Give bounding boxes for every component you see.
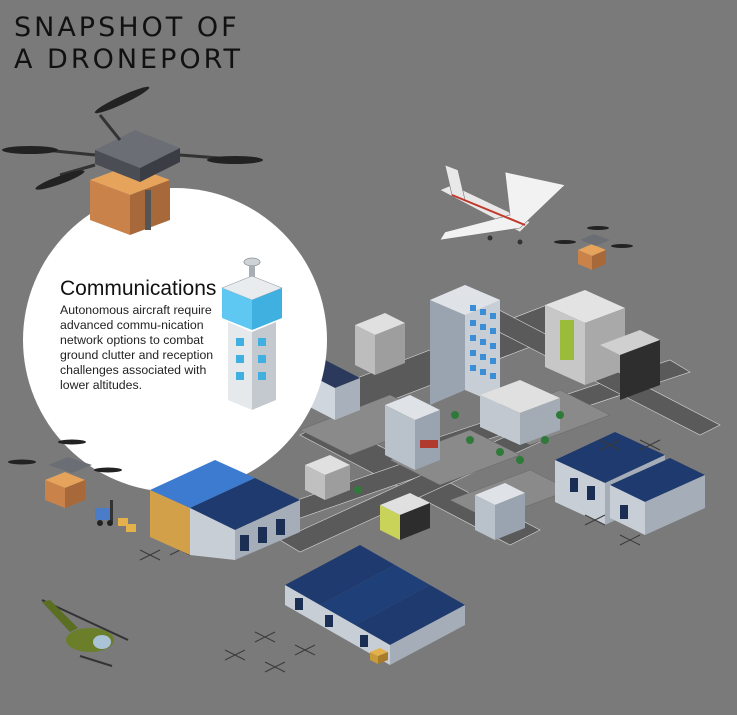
callout-heading: Communications <box>60 277 217 300</box>
forklift <box>95 500 136 532</box>
hangar-left <box>150 460 300 560</box>
office-tower <box>430 285 500 405</box>
title-line-2: A DRONEPORT <box>14 44 243 75</box>
hangar-right <box>555 432 705 535</box>
title-line-1: SNAPSHOT OF <box>14 12 240 43</box>
control-tower-icon <box>221 257 283 410</box>
hangar-bottom <box>285 545 465 665</box>
cargo-drone-large <box>2 86 263 235</box>
communications-callout: Communications Autonomous aircraft requi… <box>60 277 220 393</box>
mid-buildings <box>305 380 560 540</box>
ground-package <box>370 648 388 664</box>
mall-building <box>545 290 660 400</box>
airplane <box>439 164 566 245</box>
page-title: SNAPSHOT OF A DRONEPORT <box>14 12 243 76</box>
callout-body: Autonomous aircraft require advanced com… <box>60 303 214 392</box>
small-building-left <box>355 313 405 375</box>
helicopter <box>41 599 129 667</box>
cargo-drone-small-right <box>554 226 633 270</box>
parked-drones <box>139 439 661 673</box>
trees <box>354 411 564 494</box>
cargo-drone-small-left <box>8 439 122 508</box>
